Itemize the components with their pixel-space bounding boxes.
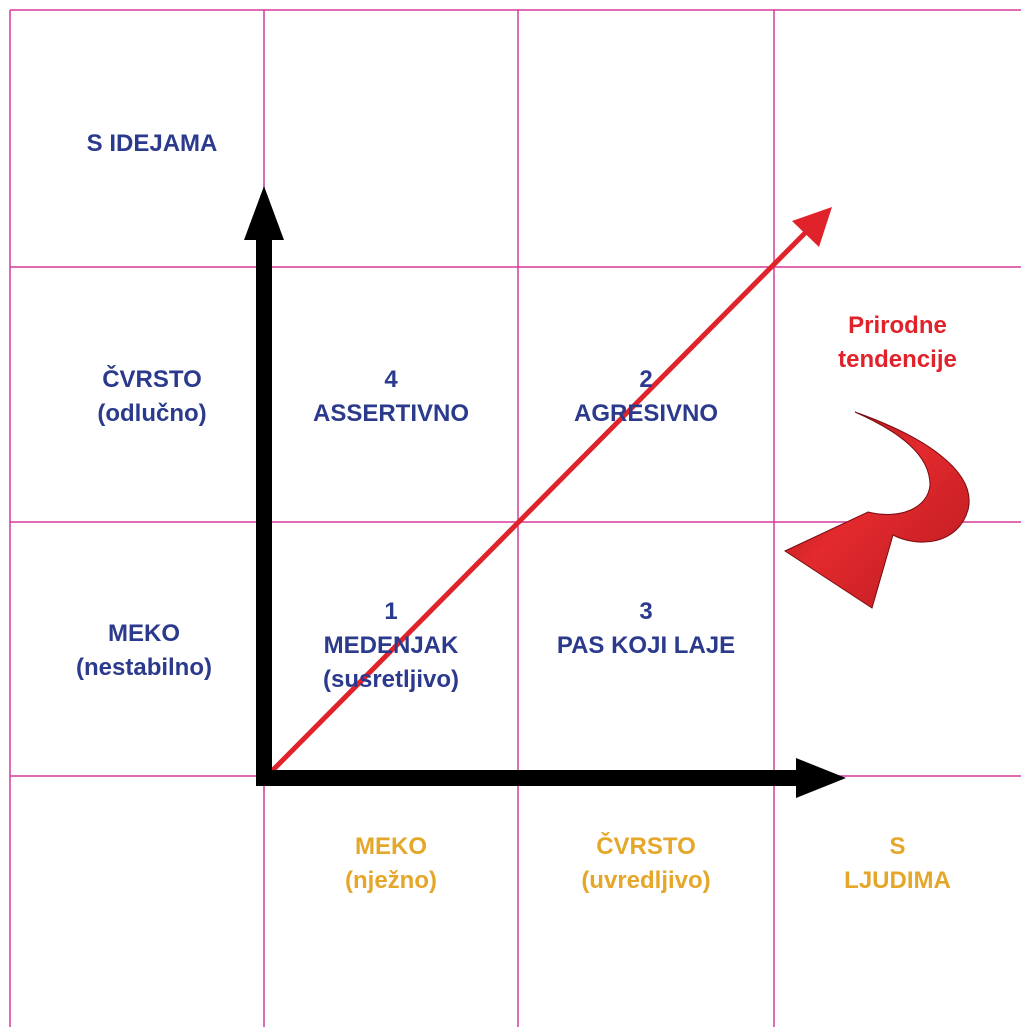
x-axis-arrowhead-icon [796,758,846,798]
column-label-left-line2: (nježno) [345,867,437,894]
quadrant-top-left-label: ASSERTIVNO [312,400,470,427]
y-axis-arrowhead-icon [244,186,284,240]
quadrant-bottom-left-label: MEDENJAK [323,632,459,659]
quadrant-top-left-number: 4 [384,366,398,393]
row-label-lower: MEKO (nestabilno) [24,617,264,685]
tendency-label-line1: Prirodne [848,312,947,339]
grid-lines [9,9,1021,1027]
curved-arrow-icon [783,411,970,609]
tendency-diagonal-arrow [266,207,832,777]
column-label-middle-line2: (uvredljivo) [581,867,711,894]
quadrant-bottom-left: 1 MEDENJAK (susretljivo) [264,595,518,697]
quadrant-top-right: 2 AGRESIVNO [518,363,774,431]
column-label-left-line1: MEKO [355,833,427,860]
column-label-left: MEKO (nježno) [264,830,518,898]
axes [244,186,846,798]
column-label-middle-line1: ČVRSTO [596,833,696,860]
y-axis-shaft [256,230,272,786]
column-label-right-line2: LJUDIMA [844,867,951,894]
diagonal-arrowhead-icon [792,207,832,247]
column-label-right: S LJUDIMA [774,830,1021,898]
row-label-top-line1: S IDEJAMA [86,130,218,157]
quadrant-bottom-right-number: 3 [639,598,653,625]
x-axis-shaft [256,770,802,786]
row-label-upper-line1: ČVRSTO [102,366,202,393]
quadrant-bottom-right: 3 PAS KOJI LAJE [518,595,774,663]
quadrant-bottom-left-number: 1 [384,598,398,625]
quadrant-bottom-left-sublabel: (susretljivo) [322,666,460,693]
column-label-middle: ČVRSTO (uvredljivo) [518,830,774,898]
row-label-top: S IDEJAMA [40,127,264,161]
row-label-upper: ČVRSTO (odlučno) [40,363,264,431]
tendency-label-line2: tendencije [838,346,957,373]
tendency-label: Prirodne tendencije [774,309,1021,377]
quadrant-top-left: 4 ASSERTIVNO [264,363,518,431]
quadrant-top-right-number: 2 [639,366,653,393]
column-label-right-line1: S [889,833,906,860]
row-label-lower-line2: (nestabilno) [76,654,212,681]
row-label-upper-line2: (odlučno) [97,400,207,427]
quadrant-bottom-right-label: PAS KOJI LAJE [556,632,736,659]
diagonal-arrow-shaft [266,224,814,777]
row-label-lower-line1: MEKO [108,620,180,647]
quadrant-top-right-label: AGRESIVNO [573,400,719,427]
